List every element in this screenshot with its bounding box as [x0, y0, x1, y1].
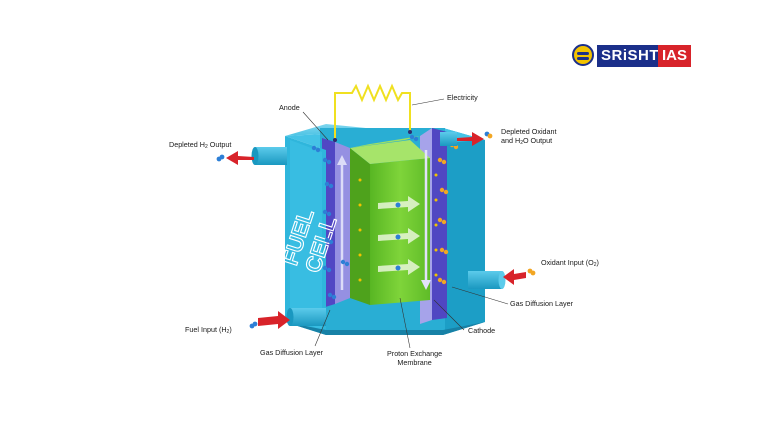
arrow-molecules: [216, 131, 536, 329]
label-anode: Anode: [279, 103, 300, 112]
housing-bottom-edge: [285, 322, 485, 335]
membrane-top-face: [350, 140, 430, 164]
flow-arrows: [226, 132, 526, 329]
oxidant-input-arrow: [503, 269, 526, 285]
fuel-input-pipe: [290, 308, 326, 326]
proton-dot-1: [395, 202, 401, 208]
electron-dots: [358, 173, 438, 282]
srishti-ias-logo: SRiSHTi IAS: [570, 42, 692, 70]
hydrogen-molecules: [311, 134, 419, 300]
membrane-side: [350, 148, 370, 305]
circuit-wire: [334, 83, 411, 140]
proton-exchange-membrane: [370, 158, 430, 305]
pipes: [251, 132, 506, 326]
label-oxidant-input: Oxidant Input (O2): [541, 258, 599, 268]
logo-emblem-icon: [572, 44, 594, 66]
label-depleted-oxidant: Depleted Oxidant and H2O Output: [501, 127, 557, 146]
depleted-h2-pipe: [255, 147, 287, 165]
housing-right-face: [443, 128, 485, 335]
label-depleted-h2: Depleted H2 Output: [169, 140, 232, 150]
proton-dot-3: [395, 265, 401, 271]
leader-electricity: [411, 98, 445, 106]
leader-lines: [302, 98, 509, 349]
cathode-down-arrowhead: [421, 280, 431, 290]
label-gdl-right: Gas Diffusion Layer: [510, 299, 573, 308]
label-cathode: Cathode: [468, 326, 496, 335]
oxidant-input-pipe: [468, 271, 502, 289]
label-fuel-input: Fuel Input (H2): [185, 325, 232, 335]
logo-main-text: SRiSHTi: [597, 45, 668, 67]
proton-flow-arrows: [378, 196, 420, 275]
label-pem: Proton Exchange Membrane: [387, 349, 443, 367]
leader-cathode: [433, 299, 465, 331]
membrane-top: [350, 136, 420, 148]
leader-gdl-right: [451, 286, 509, 305]
label-electricity: Electricity: [447, 93, 478, 102]
leader-gdl-left: [314, 309, 331, 347]
depleted-h2-arrow: [226, 151, 254, 165]
electron-arrows: [337, 150, 431, 290]
fuel-input-arrow: [258, 311, 290, 329]
depleted-oxidant-arrow: [457, 132, 484, 146]
label-gdl-left: Gas Diffusion Layer: [260, 348, 323, 357]
housing-left-panel: [290, 140, 322, 330]
electric-circuit: [333, 83, 412, 142]
proton-dot-2: [395, 234, 401, 240]
logo-accent-text: IAS: [658, 45, 692, 67]
depleted-oxidant-pipe: [440, 132, 457, 146]
leader-pem: [399, 297, 411, 349]
leader-anode: [302, 111, 329, 141]
anode-up-arrowhead: [337, 155, 347, 165]
